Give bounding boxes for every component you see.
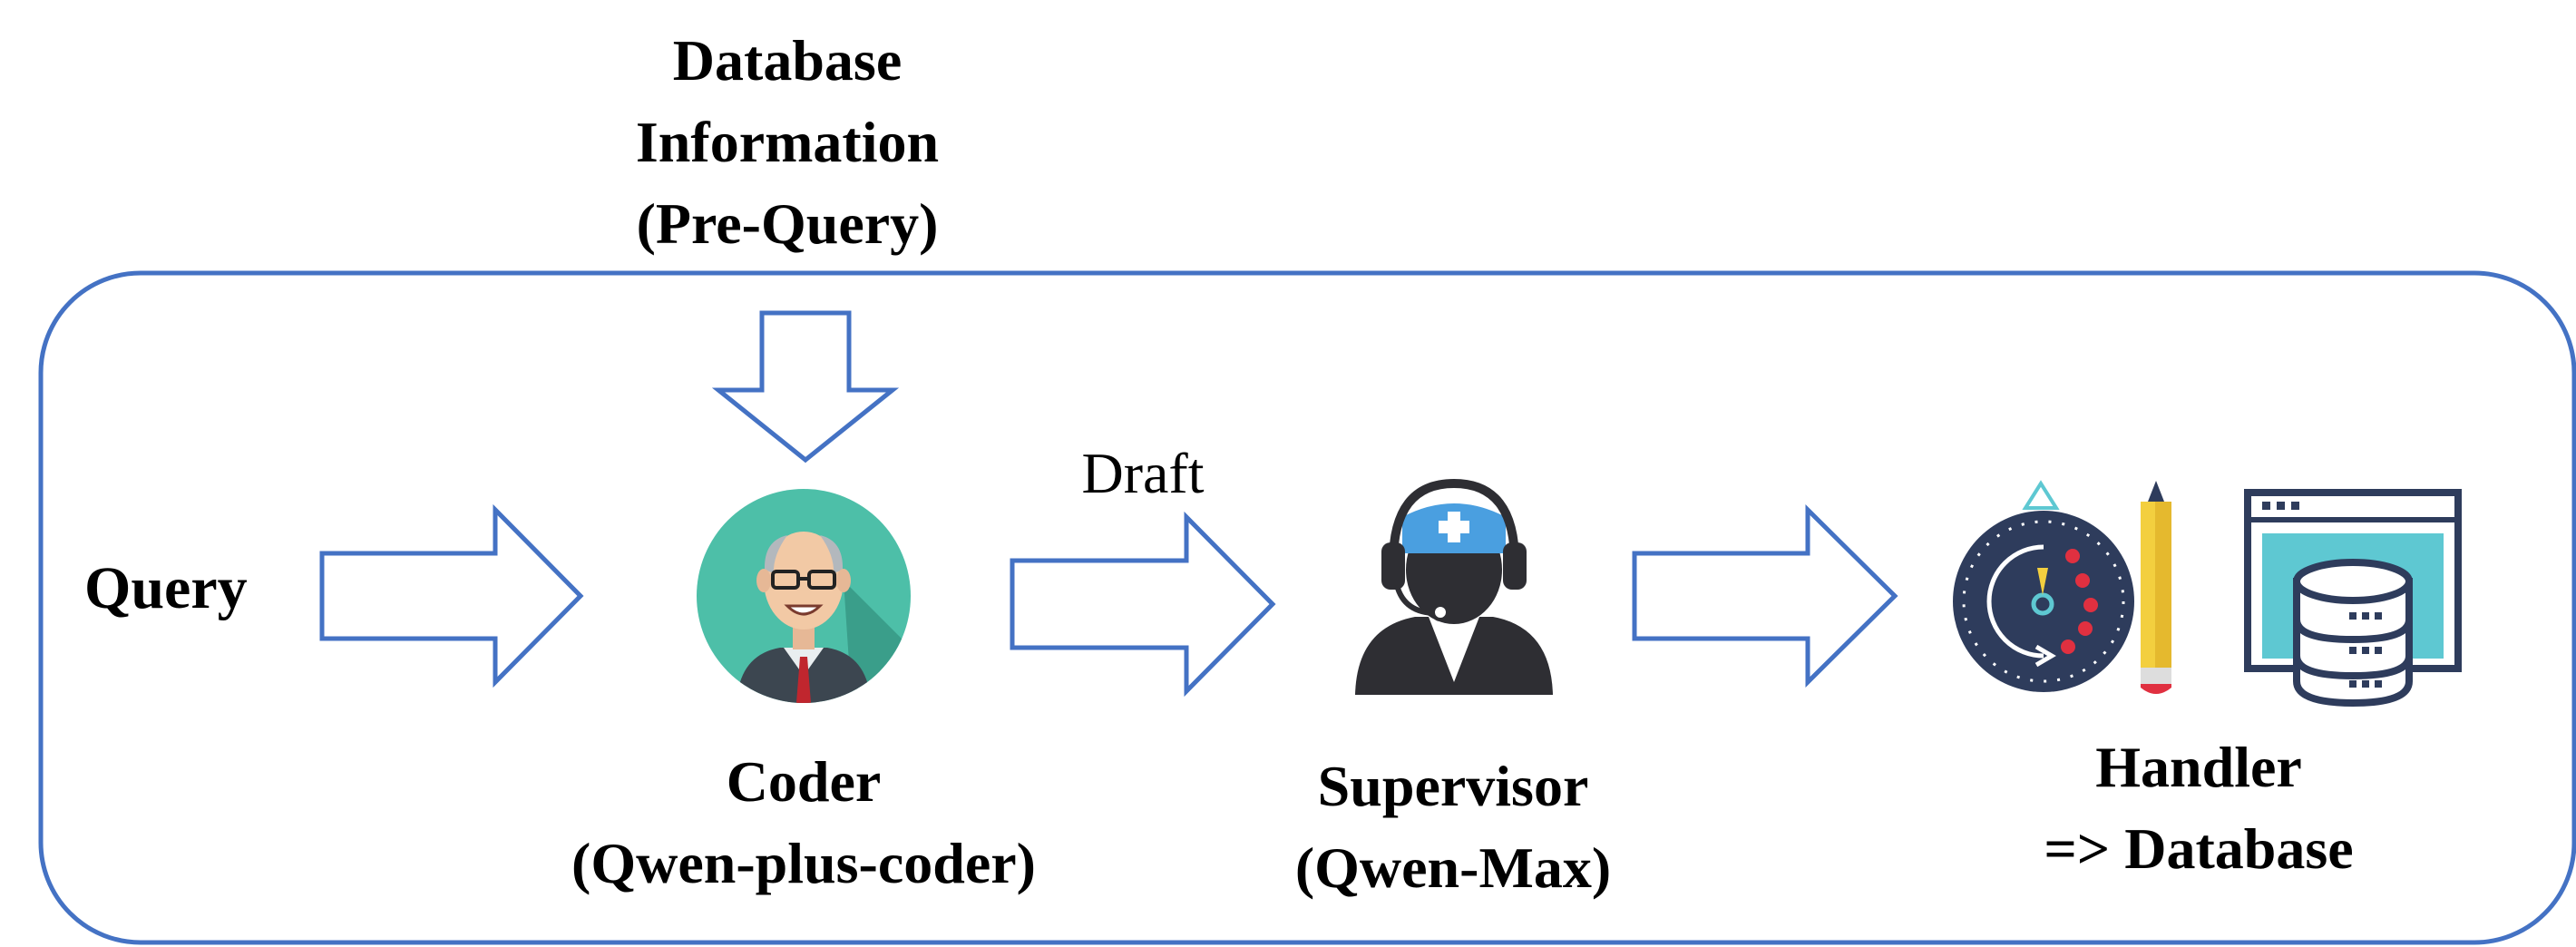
draft-label: Draft [1081, 441, 1204, 505]
arrow-supervisor-to-handler [1632, 504, 1898, 688]
supervisor-name: Supervisor [1318, 754, 1589, 818]
arrow-query-to-coder [319, 503, 584, 688]
supervisor-headset-icon [1355, 478, 1553, 695]
database-info-line-1: Database [673, 28, 902, 93]
handler-target: => Database [2044, 816, 2353, 881]
supervisor-model: (Qwen-Max) [1295, 835, 1611, 900]
pipeline-frame [38, 270, 2576, 945]
coder-avatar-icon [697, 489, 911, 703]
handler-name: Handler [2095, 735, 2302, 799]
down-arrow [711, 310, 900, 464]
query-label: Query [84, 555, 248, 621]
timer-dial-icon [1953, 480, 2134, 692]
pencil-icon [2141, 481, 2171, 694]
coder-model: (Qwen-plus-coder) [571, 831, 1036, 895]
database-info-line-2: Information [636, 110, 939, 174]
coder-name: Coder [727, 749, 882, 814]
database-window-icon [2244, 489, 2462, 708]
arrow-coder-to-supervisor [1010, 511, 1276, 698]
database-info-line-3: (Pre-Query) [637, 191, 939, 256]
